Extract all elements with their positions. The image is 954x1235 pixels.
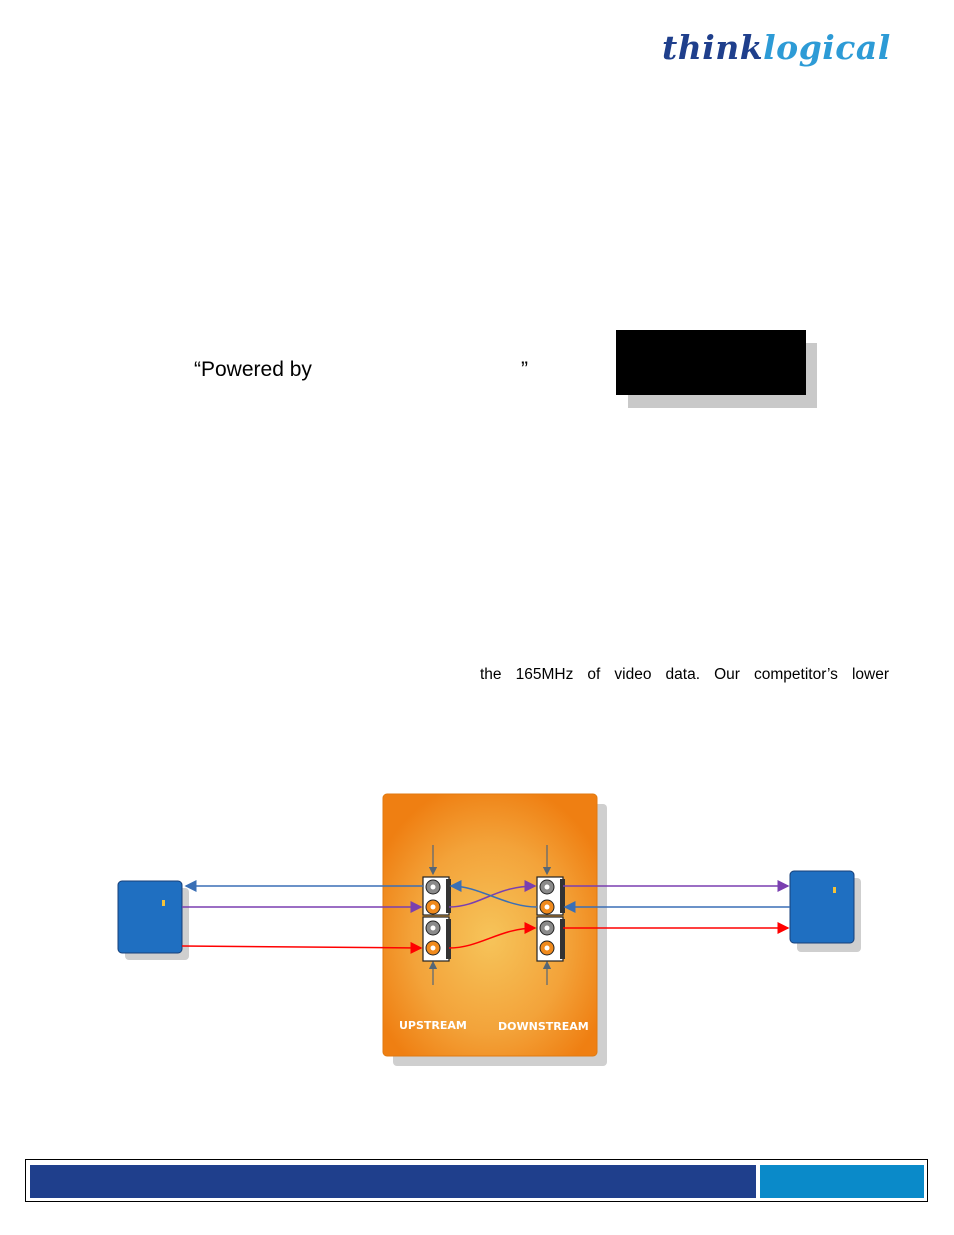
red-cross-line <box>448 922 537 949</box>
orange-box <box>382 793 598 1057</box>
fiber-diagram: UPSTREAM DOWNSTREAM <box>117 793 861 1066</box>
black-box <box>616 330 806 395</box>
powered-by-close-quote: ” <box>521 358 528 381</box>
footer-bar-left <box>30 1165 756 1198</box>
left-device <box>117 880 183 954</box>
right-device-led <box>833 887 836 893</box>
upstream-label: UPSTREAM <box>399 1019 467 1032</box>
logo-logical: logical <box>763 28 891 67</box>
right-device <box>789 870 855 944</box>
footer-frame <box>25 1159 928 1202</box>
red-line-from-left-device <box>181 941 423 954</box>
downstream-connector-stack <box>536 876 565 962</box>
left-device-led <box>162 900 165 906</box>
thinklogical-logo: thinklogical <box>662 28 891 68</box>
powered-by-text: “Powered by <box>194 358 312 381</box>
body-text-line: the 165MHz of video data. Our competitor… <box>480 666 889 683</box>
upstream-connector-stack <box>422 876 451 962</box>
downstream-label: DOWNSTREAM <box>498 1020 589 1033</box>
purple-cross-line <box>448 880 537 908</box>
footer-bar-right <box>760 1165 924 1198</box>
blue-cross-line <box>449 880 538 908</box>
logo-think: think <box>662 28 764 67</box>
